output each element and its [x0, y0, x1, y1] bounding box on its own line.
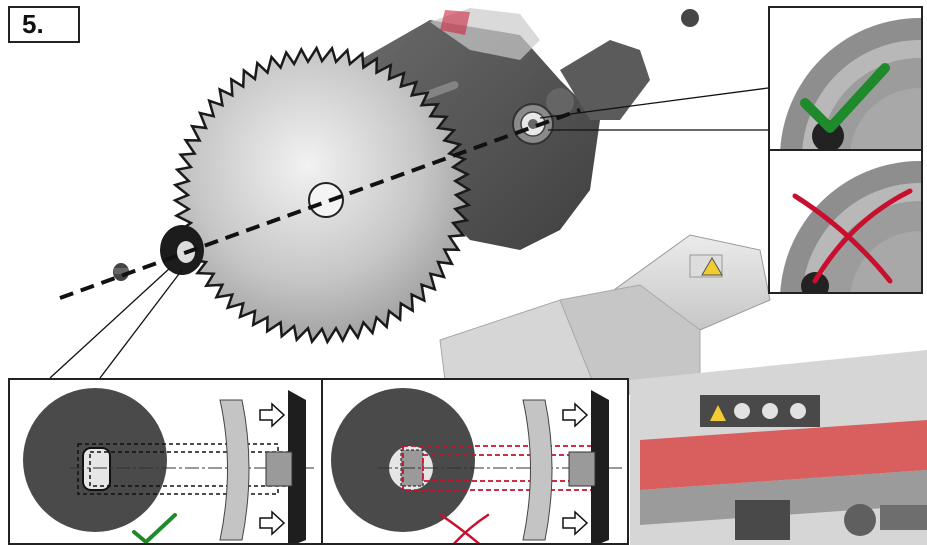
callout-flange-fit-correct [8, 378, 323, 545]
cross-icon [439, 513, 490, 543]
check-icon [132, 513, 177, 543]
callout-flange-fit-wrong [321, 378, 629, 545]
check-icon [800, 63, 890, 133]
arrow-right-icon [259, 402, 286, 536]
blade-hub-profile [265, 390, 306, 543]
blade-hub-profile [568, 390, 609, 543]
outer-flange [160, 225, 204, 275]
callout-leader-lines [49, 87, 769, 379]
saw-blade [172, 45, 472, 345]
flange-closeup [780, 18, 921, 149]
cross-icon [792, 188, 913, 284]
flange-closeup [780, 161, 921, 292]
arrow-right-icon [562, 402, 589, 536]
assembly-axis [59, 108, 581, 300]
blade-arbor-hole [308, 182, 344, 218]
callout-flange-orientation-correct [768, 6, 923, 151]
callout-flange-orientation-wrong [768, 149, 923, 294]
flange-profile [522, 399, 553, 541]
flange-bore [82, 447, 111, 491]
step-number: 5. [8, 6, 80, 43]
flange-profile [219, 399, 250, 541]
